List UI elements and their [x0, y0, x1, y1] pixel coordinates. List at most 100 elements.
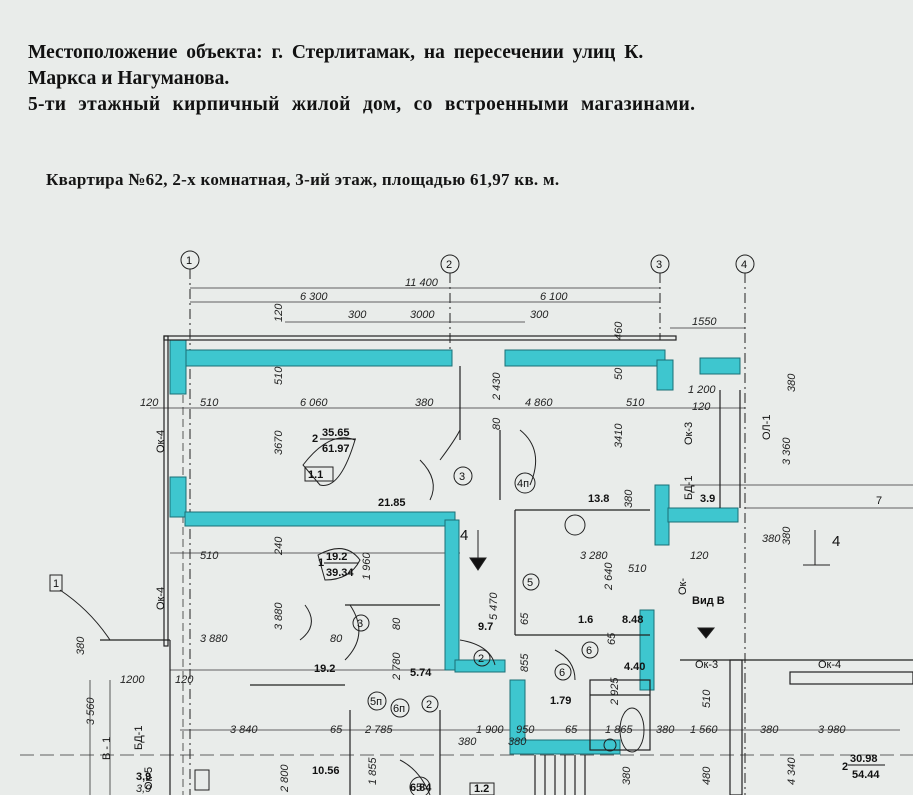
dim-v4340: 4 340 [786, 757, 798, 785]
dim-v3880: 3 880 [273, 602, 285, 630]
window-ok4-mid: Ок-4 [155, 587, 167, 610]
window-ok3-bottom: Ок-3 [695, 659, 718, 671]
dim-w380c: 380 [762, 533, 781, 545]
room2-area: 19.2 [326, 551, 347, 563]
wall-right-top [656, 359, 674, 391]
dim-v380c: 380 [781, 526, 793, 545]
dim-w380f: 380 [656, 724, 675, 736]
dim-v3360: 3 360 [781, 437, 793, 465]
room-marker-3b-label: 3 [357, 618, 363, 630]
dim-v80b: 80 [391, 617, 403, 630]
dim-w3880: 3 880 [200, 633, 228, 645]
dim-v380a: 380 [786, 373, 798, 392]
dim-v380d: 380 [621, 766, 633, 785]
door-bd1-left: БД-1 [133, 726, 145, 750]
room-areas: 35.65 61.97 2 1.1 19.2 39.34 1 21.85 13.… [136, 427, 885, 795]
axis-label-4: 4 [741, 259, 747, 271]
dimension-lines [20, 287, 913, 795]
dim-v1855: 1 855 [367, 757, 379, 785]
room-marker-5p-label: 5п [370, 696, 382, 708]
floor-plan: 1 2 3 4 [20, 250, 913, 795]
window-ok-small: Ок- [677, 578, 689, 595]
room-marker-3-label: 3 [459, 471, 465, 483]
dimension-texts: 11 400 6 300 6 100 300 3000 300 1550 120… [75, 277, 846, 795]
wall-left-upper [169, 339, 187, 395]
dim-v460: 460 [613, 321, 625, 340]
dim-w380e: 380 [508, 736, 527, 748]
corridor-area: 21.85 [378, 497, 406, 509]
wall-right-bal [667, 507, 739, 523]
view-b-label: Вид В [692, 595, 725, 607]
room-12: 1.2 [474, 783, 489, 795]
apartment-walls [169, 339, 741, 755]
room-marker-5c-label: 5 [416, 782, 422, 794]
room-marker-6b [581, 641, 599, 659]
balcony-area: 3.9 [700, 493, 715, 505]
dim-w510b: 510 [626, 397, 645, 409]
dim-r1200: 1 200 [688, 384, 716, 396]
dim-w65: 65 [330, 724, 343, 736]
dim-v480: 480 [701, 766, 713, 785]
room1-total: 61.97 [322, 443, 350, 455]
dim-v65: 65 [519, 612, 531, 625]
dim-v380e: 380 [75, 636, 87, 655]
apartment-caption: Квартира №62, 2-х комнатная, 3-ий этаж, … [46, 170, 560, 189]
window-ol1: ОЛ-1 [761, 415, 773, 440]
dim-w1560: 1 560 [690, 724, 718, 736]
dim-v2780: 2 780 [391, 652, 403, 681]
store-area: 4.40 [624, 661, 645, 673]
dim-w65b: 65 [565, 724, 578, 736]
room-marker-6p-label: 6п [393, 703, 405, 715]
dim-v120: 120 [273, 303, 285, 322]
dim-w1900: 1 900 [476, 724, 504, 736]
dim-v2430: 2 430 [491, 372, 503, 401]
room-marker-6a-label: 6 [559, 667, 565, 679]
dim-w120b: 120 [690, 550, 709, 562]
room1-num: 2 [312, 433, 318, 445]
axis-label-2: 2 [446, 259, 452, 271]
area-callouts [49, 437, 830, 795]
room-marker-6b-label: 6 [586, 645, 592, 657]
dim-w120: 120 [140, 397, 159, 409]
room-marker-5c [409, 776, 431, 795]
dim-w380g: 380 [760, 724, 779, 736]
room-1056: 10.56 [312, 765, 340, 777]
dim-w3840: 3 840 [230, 724, 258, 736]
room-marker-2b-label: 2 [426, 699, 432, 711]
object-description: Местоположение объекта: г. Стерлитамак, … [28, 40, 898, 118]
room-marker-5-label: 5 [527, 577, 533, 589]
room-marker-2b [421, 695, 439, 713]
room-marker-5p [367, 691, 387, 711]
window-ok3-right: Ок-3 [683, 422, 695, 445]
dim-v3410: 3410 [613, 423, 625, 448]
section-marker-right: 4 [832, 533, 840, 550]
dim-right-span: 6 100 [540, 291, 568, 303]
dim-w510d: 510 [628, 563, 647, 575]
dim-v3560: 3 560 [85, 697, 97, 725]
room-marker-6p [390, 698, 410, 718]
door-swings [194, 429, 645, 795]
room-marker-4p-label: 4п [517, 478, 529, 490]
room-markers [352, 466, 599, 795]
location-line: Местоположение объекта: г. Стерлитамак, … [28, 42, 644, 63]
dim-v510a: 510 [273, 366, 285, 385]
room-marker-2a-label: 2 [478, 653, 484, 665]
room-marker-3b [352, 614, 370, 632]
wall-mid-vertical [444, 519, 460, 671]
axis-7-label: 7 [876, 495, 882, 507]
dim-v1960: 1 960 [361, 552, 373, 580]
room-marker-5 [522, 573, 540, 591]
wall-right-stub [699, 357, 741, 375]
dim-left-span: 6 300 [300, 291, 328, 303]
dim-w3980: 3 980 [818, 724, 846, 736]
wall-top-right [504, 349, 666, 367]
dim-v5470: 5 470 [488, 592, 500, 620]
dim-w2785: 2 785 [364, 724, 393, 736]
bath2-area: 8.48 [622, 614, 643, 626]
location-line-continued: Маркса и Нагуманова. [28, 68, 230, 89]
window-ok4-top: Ок-4 [155, 430, 167, 453]
room2-num: 1 [318, 557, 324, 569]
axis-label-3: 3 [656, 259, 662, 271]
bracket-label: 1 [53, 578, 59, 590]
dim-w1865: 1 865 [605, 724, 633, 736]
